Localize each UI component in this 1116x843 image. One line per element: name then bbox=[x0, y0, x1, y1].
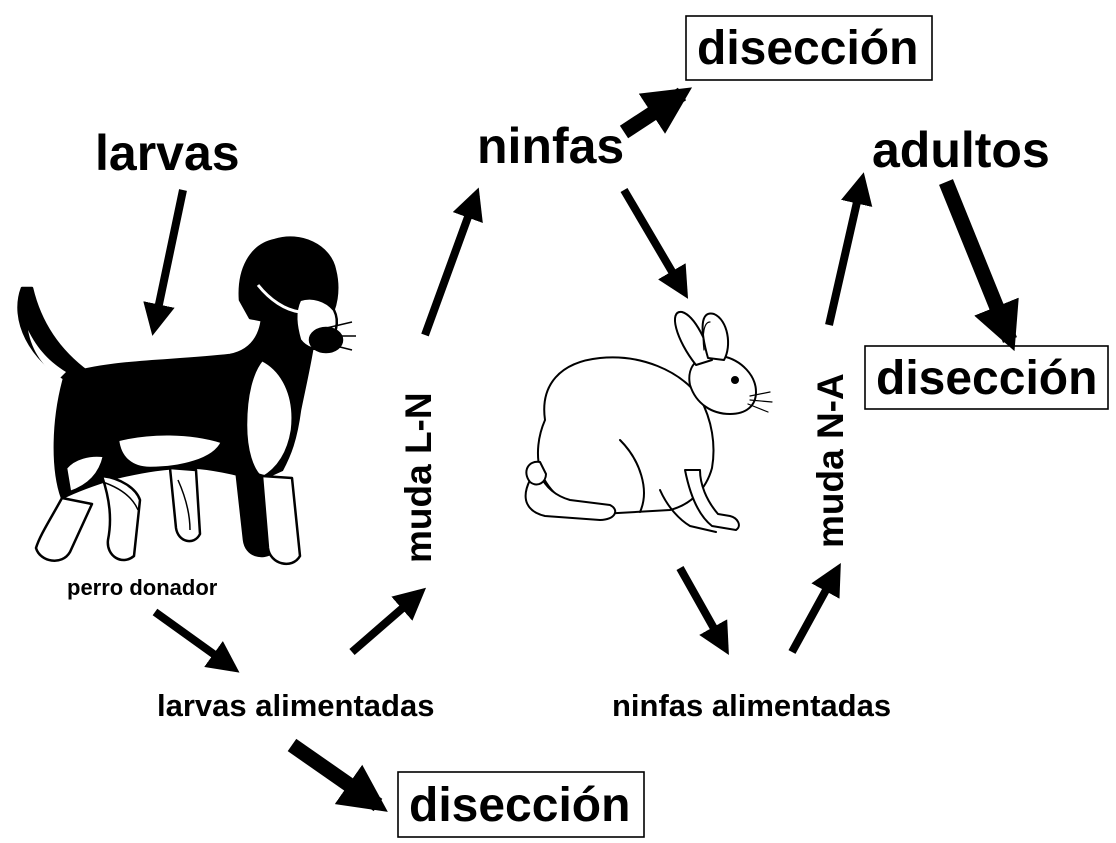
arrow-ninfas-to-rabbit bbox=[620, 187, 689, 299]
arrow-adultos-to-diseccion bbox=[939, 179, 1019, 352]
label-larvas: larvas bbox=[95, 125, 240, 181]
diseccion-box-bottom: disección bbox=[397, 771, 645, 838]
label-ninfas-alimentadas: ninfas alimentadas bbox=[612, 688, 891, 723]
label-ninfas: ninfas bbox=[477, 118, 624, 174]
arrow-ninfas-to-diseccion bbox=[619, 87, 693, 139]
label-muda-ln: muda L-N bbox=[398, 392, 439, 563]
arrow-larvas-alimentadas-to-molt bbox=[349, 587, 427, 656]
arrow-rabbit-to-ninfas-alimentadas bbox=[676, 566, 729, 655]
dog-illustration bbox=[17, 236, 356, 566]
arrow-larvas-to-dog bbox=[143, 189, 187, 336]
diseccion-box-right: disección bbox=[864, 345, 1109, 410]
arrow-ninfas-alimentadas-to-molt bbox=[788, 562, 841, 654]
diseccion-top-text: disección bbox=[697, 22, 918, 75]
arrow-larvas-alimentadas-to-diseccion bbox=[287, 738, 388, 812]
label-larvas-alimentadas: larvas alimentadas bbox=[157, 688, 434, 723]
label-perro-donador: perro donador bbox=[67, 575, 218, 600]
diseccion-right-text: disección bbox=[876, 352, 1097, 405]
diseccion-bottom-text: disección bbox=[409, 779, 630, 832]
label-adultos: adultos bbox=[872, 122, 1050, 178]
arrow-molt-ln-to-ninfas bbox=[421, 187, 483, 337]
arrow-dog-to-larvas-alimentadas bbox=[152, 608, 240, 673]
label-muda-na: muda N-A bbox=[810, 373, 851, 548]
arrow-molt-na-to-adultos bbox=[825, 172, 873, 326]
rabbit-illustration bbox=[524, 311, 773, 533]
diseccion-box-top: disección bbox=[685, 15, 933, 81]
